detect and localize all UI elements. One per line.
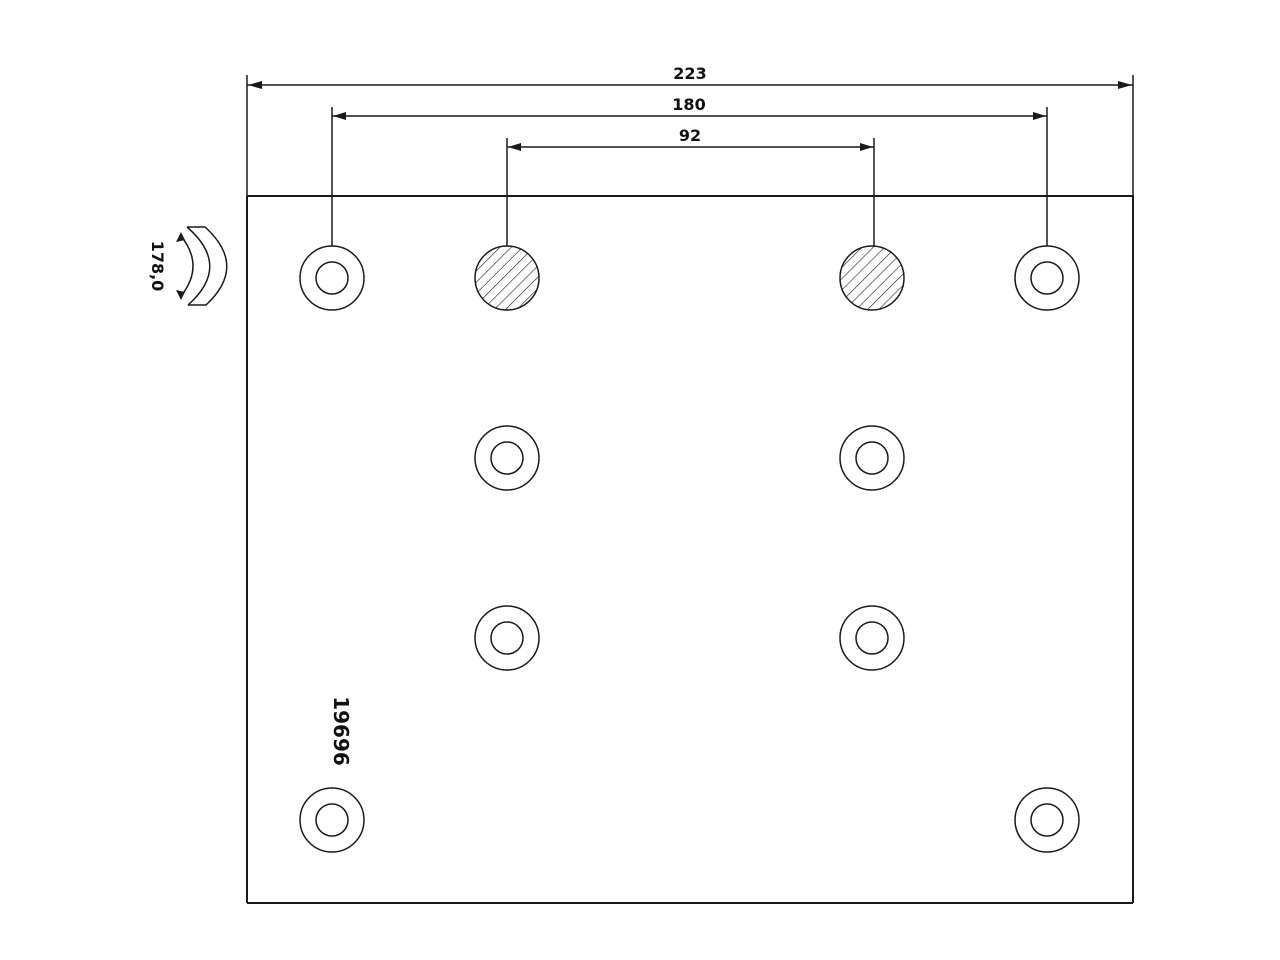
hatched-hole [474, 245, 540, 311]
mounting-hole [474, 425, 540, 491]
mounting-hole [839, 425, 905, 491]
plate-outline [246, 195, 1134, 904]
dimension-label-outer-span: 180 [672, 95, 705, 114]
part-number: 19696 [329, 696, 353, 766]
hole-row-4 [299, 787, 1080, 853]
mounting-hole [839, 605, 905, 671]
mounting-hole [1014, 787, 1080, 853]
dimension-outer-hole-span: 180 [331, 95, 1048, 246]
mounting-hole [299, 245, 365, 311]
mounting-hole [1014, 245, 1080, 311]
hole-row-1 [299, 245, 1080, 311]
hole-row-3 [474, 605, 905, 671]
radius-label: 178,0 [148, 241, 167, 292]
dimension-label-inner-span: 92 [679, 126, 701, 145]
hole-row-2 [474, 425, 905, 491]
dimension-overall-width: 223 [246, 64, 1134, 196]
radius-indicator: 178,0 [148, 226, 228, 306]
dimension-inner-hole-span: 92 [506, 126, 875, 246]
hatched-hole [839, 245, 905, 311]
dimension-label-overall: 223 [673, 64, 706, 83]
mounting-hole [299, 787, 365, 853]
mounting-hole [474, 605, 540, 671]
